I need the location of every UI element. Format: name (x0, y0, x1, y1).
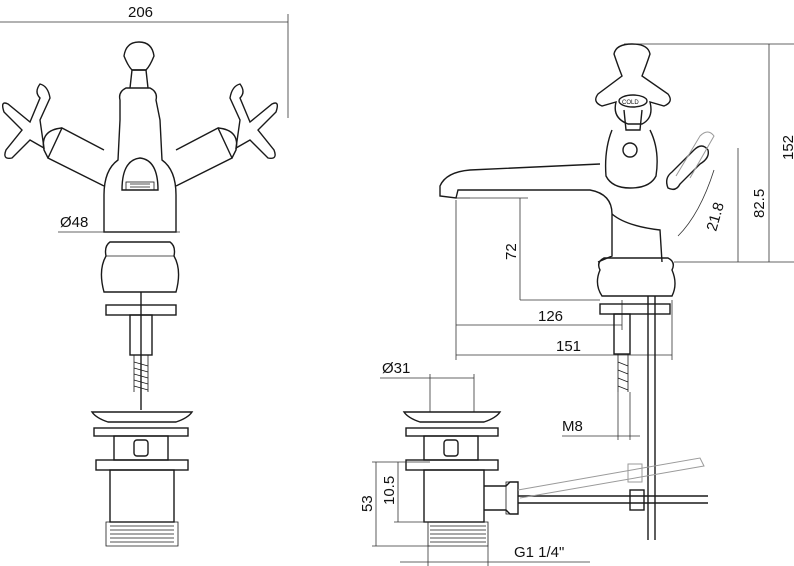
front-waste-slot (133, 439, 149, 457)
popup-lever-raised (675, 131, 715, 179)
aerator-mesh (125, 181, 155, 191)
side-base-collar (596, 257, 676, 297)
front-waste-tail (109, 469, 175, 523)
right-arm-cap (217, 127, 238, 159)
right-arm (175, 127, 233, 187)
side-waste-tail (423, 469, 485, 523)
top-handle-cross (123, 41, 155, 71)
total-height-label: 152 (780, 135, 794, 160)
lever-angle-arc (677, 169, 715, 237)
side-waste-pivot (484, 481, 519, 515)
popup-lever (665, 145, 710, 191)
side-body (604, 129, 658, 189)
side-spout (439, 163, 613, 263)
waste-thread-label: G1 1/4" (514, 544, 564, 561)
front-view: 206 Ø48 (0, 4, 289, 547)
side-waste-flange (402, 411, 502, 423)
waste-flange-thickness-label: 10.5 (381, 476, 398, 505)
base-diameter-label: Ø48 (60, 214, 88, 231)
waste-head-diameter-label: Ø31 (382, 360, 410, 377)
top-handle-stem (129, 69, 149, 89)
right-handle-cross (229, 83, 279, 160)
side-waste-ring (405, 427, 499, 437)
side-handle-cross (595, 43, 671, 125)
side-waste-nut (405, 459, 499, 471)
side-threaded-stud (617, 354, 629, 392)
aerator (121, 157, 159, 191)
spout-reach-outer-label: 151 (556, 338, 581, 355)
front-base-collar (100, 241, 180, 293)
stud-thread-label: M8 (562, 418, 583, 435)
front-waste-nut (95, 459, 189, 471)
side-fixing-washer (599, 303, 671, 315)
lever-height-label: 82.5 (751, 189, 768, 218)
lever-angle-label: 21.8 (704, 200, 728, 233)
left-arm-cap (42, 127, 63, 159)
pivot-rod-raised (517, 457, 705, 499)
cold-badge (618, 94, 648, 108)
overall-width-label: 206 (128, 4, 153, 21)
spout-height-label: 72 (503, 243, 520, 260)
cold-badge-label: COLD (622, 100, 639, 106)
left-handle-cross (1, 83, 51, 160)
left-arm (47, 127, 105, 187)
side-handle-stem (623, 109, 643, 131)
side-view: 152 82.5 21.8 72 COLD 126 (359, 43, 794, 566)
side-waste-thread (427, 521, 489, 547)
front-waste-thread (105, 521, 179, 547)
side-fixing-nut (613, 313, 631, 355)
pivot-clip (629, 489, 645, 511)
front-body (103, 87, 177, 233)
waste-depth-label: 53 (359, 495, 376, 512)
front-waste-flange (90, 411, 194, 423)
front-waste-ring (93, 427, 189, 437)
spout-reach-inner-label: 126 (538, 308, 563, 325)
side-body-front (611, 213, 663, 263)
side-waste-slot (443, 439, 459, 457)
